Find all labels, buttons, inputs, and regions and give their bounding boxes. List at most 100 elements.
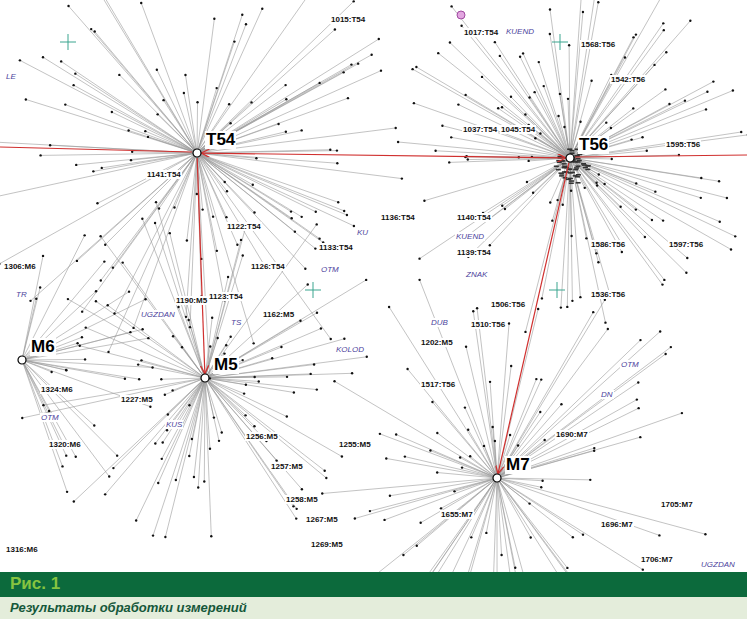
- measurement-ray: [570, 91, 733, 158]
- measurement-ray: [442, 126, 570, 158]
- survey-point: [154, 442, 156, 444]
- survey-point: [397, 141, 399, 143]
- survey-point: [84, 358, 86, 360]
- survey-point: [201, 208, 203, 210]
- point-number: 1655:M7: [440, 510, 474, 519]
- survey-point: [579, 121, 581, 123]
- survey-point: [370, 54, 372, 56]
- survey-points: [0, 0, 747, 572]
- survey-point: [560, 306, 562, 308]
- survey-point: [353, 225, 355, 227]
- measurement-ray: [197, 153, 338, 202]
- survey-point: [99, 235, 101, 237]
- measurement-ray: [205, 378, 244, 394]
- survey-point: [366, 356, 368, 358]
- grid-cross: [60, 34, 76, 50]
- measurement-ray: [115, 153, 197, 313]
- measurement-ray: [197, 132, 286, 153]
- survey-point: [668, 103, 670, 105]
- caption-band: Рис. 1: [0, 572, 747, 597]
- measurement-ray: [108, 305, 205, 378]
- survey-point: [285, 131, 287, 133]
- measurement-ray: [497, 478, 524, 572]
- measurement-ray: [22, 291, 96, 360]
- survey-point: [330, 338, 332, 340]
- measurement-ray: [205, 378, 211, 536]
- survey-point: [187, 319, 189, 321]
- measurement-ray: [414, 103, 570, 158]
- measurement-ray: [165, 378, 205, 537]
- survey-point: [107, 351, 109, 353]
- point-code: KUEND: [505, 27, 535, 36]
- survey-point: [75, 456, 77, 458]
- measurement-ray: [197, 150, 330, 153]
- measurement-ray: [197, 124, 279, 153]
- measurement-ray: [197, 55, 372, 153]
- survey-point: [685, 272, 687, 274]
- survey-point: [538, 61, 540, 63]
- survey-point: [67, 298, 69, 300]
- survey-point: [209, 448, 211, 450]
- measurement-ray: [197, 29, 335, 153]
- survey-point: [280, 346, 282, 348]
- measurement-ray: [380, 434, 497, 478]
- point-number: 1542:T56: [610, 75, 646, 84]
- survey-point: [203, 480, 205, 482]
- survey-point: [293, 391, 295, 393]
- survey-point: [388, 306, 390, 308]
- survey-point: [215, 87, 217, 89]
- survey-point: [295, 508, 297, 510]
- survey-point: [350, 63, 352, 65]
- point-number: 1045:T54: [500, 125, 536, 134]
- measurement-ray: [95, 32, 197, 153]
- survey-point: [469, 455, 471, 457]
- measurement-ray: [455, 478, 497, 491]
- station-name: T54: [205, 131, 236, 149]
- measurement-ray: [156, 202, 205, 378]
- survey-point: [343, 338, 345, 340]
- measurement-ray: [465, 157, 570, 158]
- survey-point: [385, 457, 387, 459]
- measurement-ray: [449, 158, 570, 162]
- survey-point: [509, 434, 511, 436]
- measurement-ray: [420, 158, 570, 259]
- station-name: M6: [30, 338, 56, 356]
- survey-point: [610, 127, 612, 129]
- survey-point: [664, 88, 666, 90]
- survey-point: [413, 102, 415, 104]
- survey-point: [526, 181, 528, 183]
- survey-point: [549, 8, 551, 10]
- survey-point: [740, 131, 742, 133]
- survey-point: [644, 236, 646, 238]
- survey-point: [467, 158, 469, 160]
- survey-point: [346, 214, 348, 216]
- survey-point: [621, 251, 623, 253]
- measurement-ray: [497, 478, 610, 572]
- survey-point: [236, 244, 238, 246]
- measurement-ray: [77, 153, 197, 261]
- survey-point: [535, 378, 537, 380]
- survey-point: [79, 345, 81, 347]
- measurement-ray: [69, 6, 197, 153]
- survey-point: [531, 156, 533, 158]
- measurement-ray: [497, 309, 538, 478]
- survey-point: [315, 211, 317, 213]
- measurement-ray: [497, 331, 660, 478]
- survey-point: [166, 429, 168, 431]
- grid-crosses: [60, 34, 568, 298]
- survey-point: [659, 330, 661, 332]
- measurement-ray: [386, 458, 497, 478]
- measurement-ray: [535, 92, 570, 158]
- survey-point: [191, 438, 193, 440]
- survey-point: [252, 342, 254, 344]
- survey-point: [184, 74, 186, 76]
- survey-point: [140, 2, 142, 4]
- measurement-ray: [205, 378, 326, 478]
- measurement-ray: [205, 224, 317, 378]
- survey-point: [172, 335, 174, 337]
- measurement-ray: [497, 478, 659, 535]
- survey-point: [157, 482, 159, 484]
- measurement-ray: [438, 53, 570, 158]
- survey-point: [595, 252, 597, 254]
- measurement-ray: [498, 108, 570, 158]
